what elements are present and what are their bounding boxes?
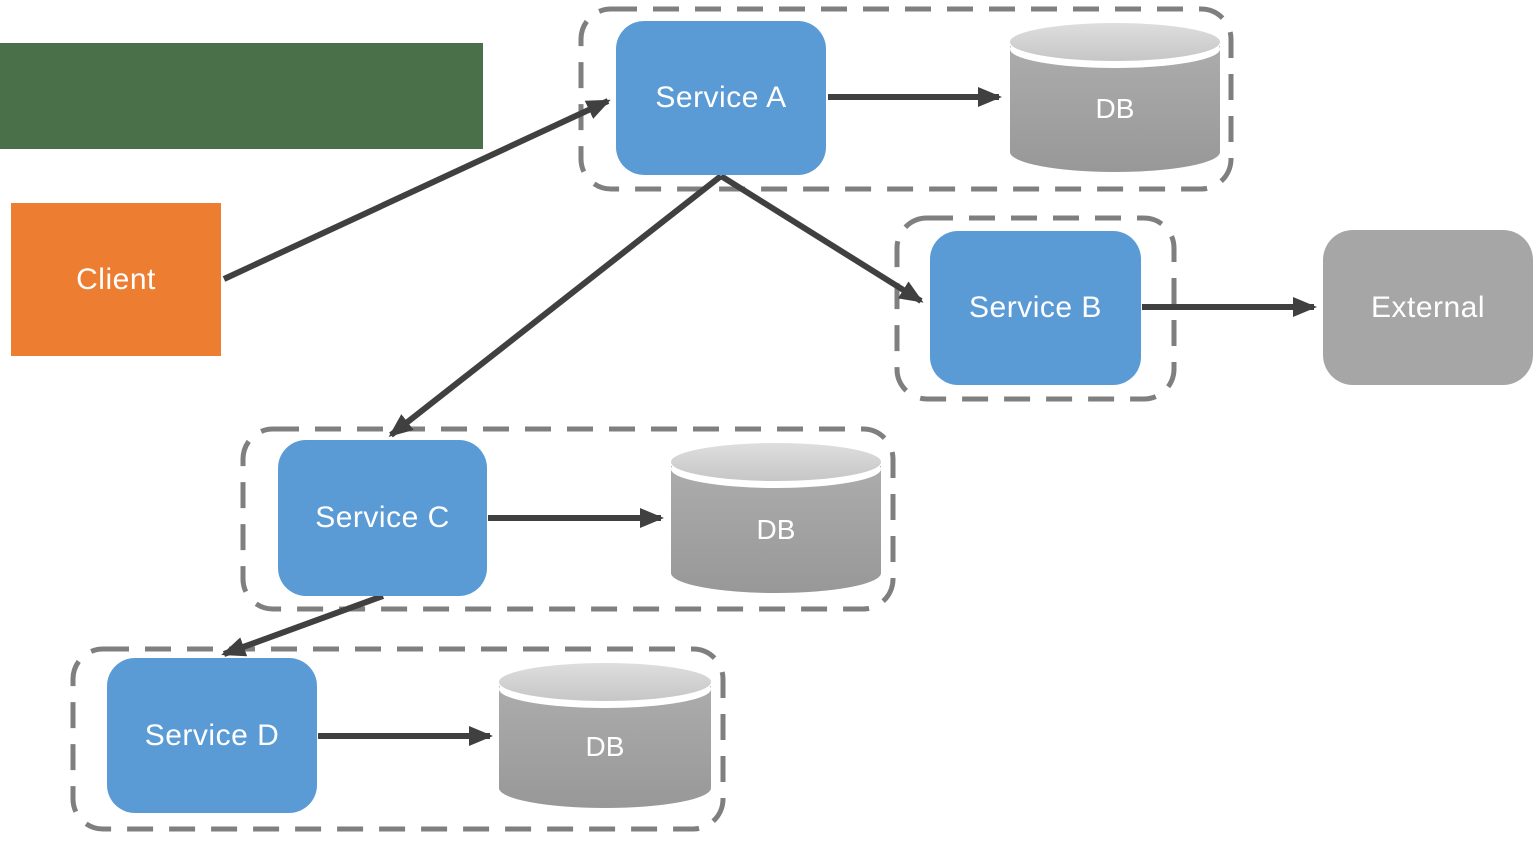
- service-d-node: Service D: [107, 658, 317, 813]
- database-cylinder-d: DB: [499, 663, 711, 808]
- service-c-label: Service C: [315, 501, 450, 534]
- service-b-label: Service B: [969, 291, 1102, 324]
- db-c-label: DB: [756, 513, 796, 545]
- service-a-node: Service A: [616, 21, 826, 175]
- edge-client-service-a: [222, 98, 611, 282]
- client-label: Client: [76, 262, 156, 296]
- edge-service-c-service-d: [221, 593, 385, 657]
- client-node: Client: [11, 203, 221, 356]
- db-a-label: DB: [1095, 93, 1135, 124]
- group-service-b: [894, 215, 1177, 402]
- database-cylinder-a: DB: [1010, 23, 1220, 172]
- edge-service-a-service-c: [388, 173, 723, 438]
- cylinder-top: [499, 663, 711, 701]
- green-banner: [0, 43, 483, 149]
- service-b-node: Service B: [930, 231, 1141, 385]
- edge-service-a-service-b: [719, 173, 924, 304]
- cylinder-top: [1010, 23, 1220, 61]
- cylinder-top: [671, 443, 881, 481]
- database-cylinder-c: DB: [671, 443, 881, 593]
- service-a-label: Service A: [655, 81, 787, 114]
- service-d-label: Service D: [144, 718, 280, 752]
- group-service-c: [240, 426, 896, 612]
- external-label: External: [1370, 290, 1486, 324]
- external-node: External: [1323, 230, 1533, 385]
- group-service-d: [70, 646, 726, 832]
- service-c-node: Service C: [278, 440, 487, 596]
- group-service-a: [578, 6, 1234, 192]
- db-d-label: DB: [585, 731, 625, 762]
